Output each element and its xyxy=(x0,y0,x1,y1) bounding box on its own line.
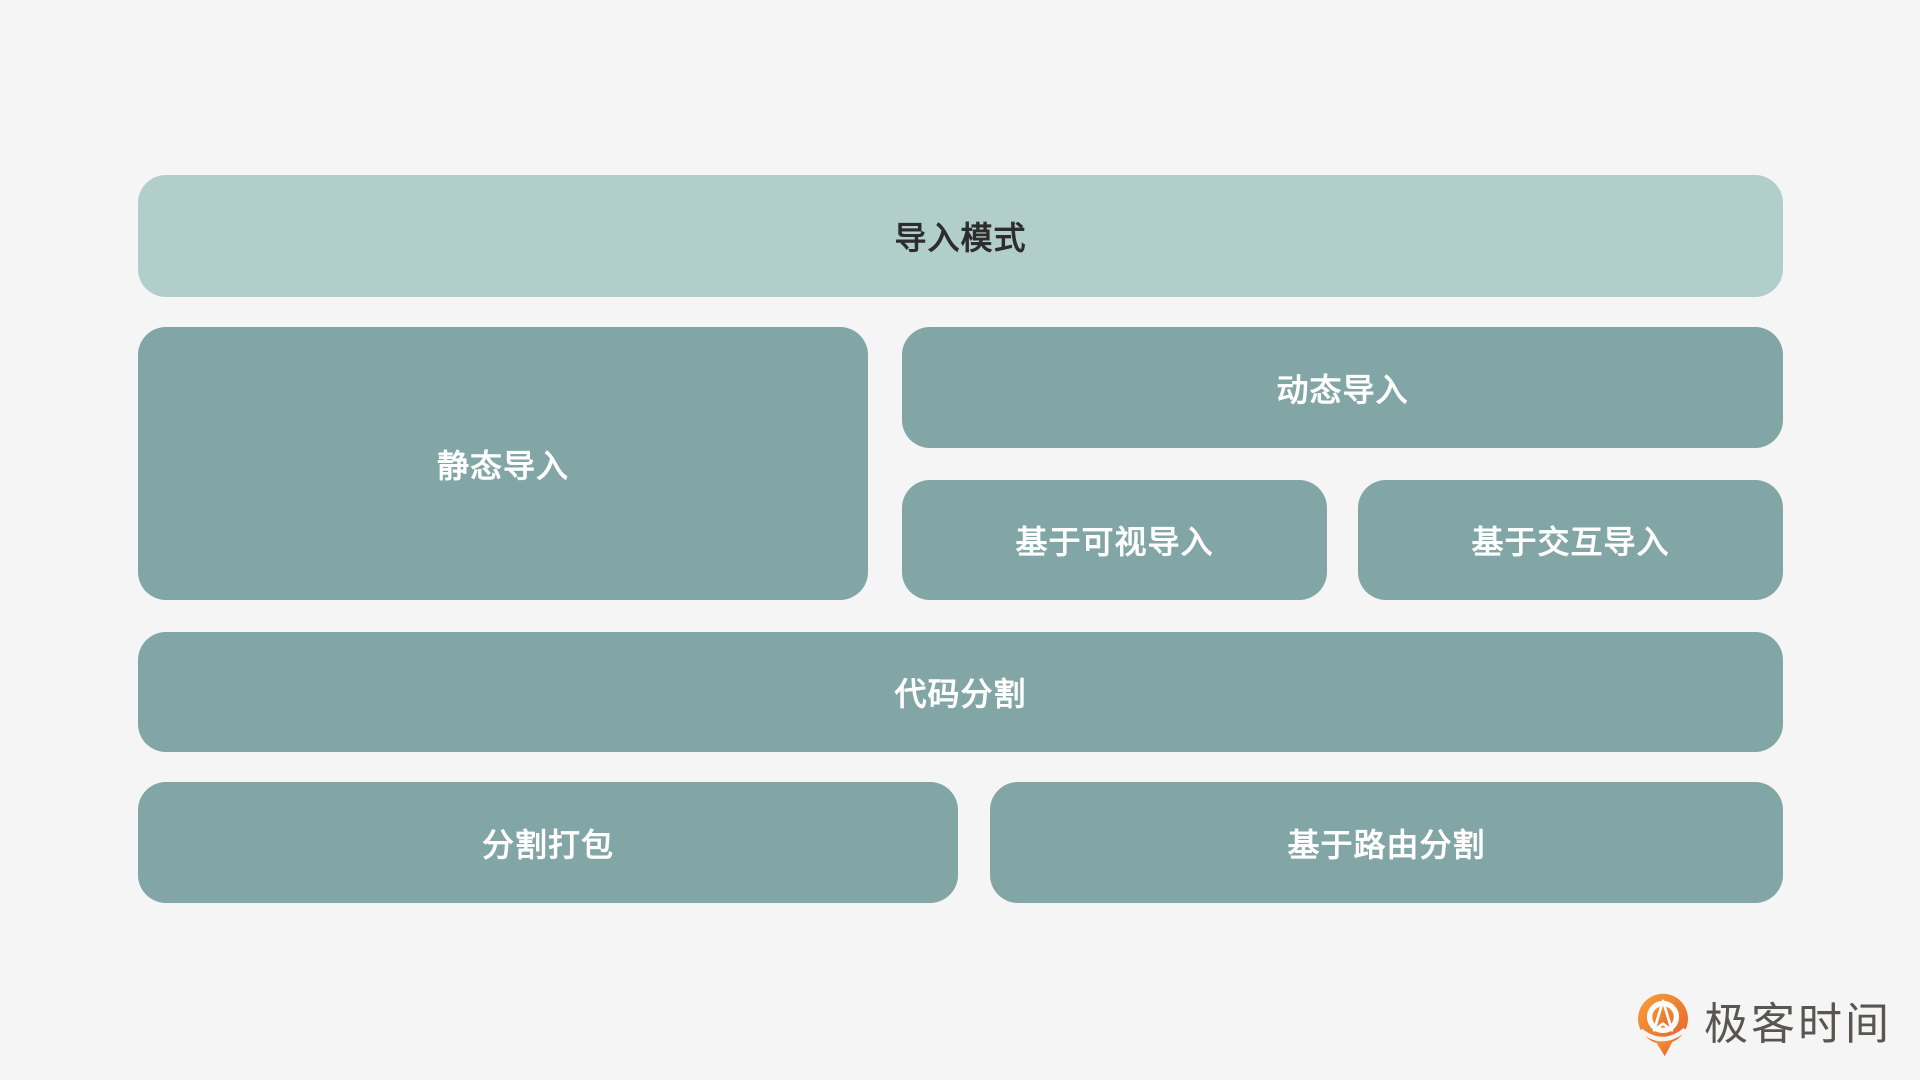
diagram-node-label: 基于可视导入 xyxy=(1015,524,1214,560)
diagram-node-label: 代码分割 xyxy=(894,676,1027,712)
diagram-node-label: 基于路由分割 xyxy=(1287,826,1486,863)
geektime-logo-text: 极客时间 xyxy=(1704,1000,1892,1049)
diagram-node-visibility-based-import: 基于可视导入 xyxy=(902,480,1327,600)
diagram-node-code-splitting: 代码分割 xyxy=(138,632,1783,752)
diagram-node-interaction-based-import: 基于交互导入 xyxy=(1358,480,1783,600)
geektime-pin-icon xyxy=(1638,993,1688,1057)
geektime-logo: 极客时间 xyxy=(1634,992,1892,1058)
diagram-node-label: 静态导入 xyxy=(436,447,569,484)
diagram-node-import-mode: 导入模式 xyxy=(138,175,1783,297)
diagram-node-dynamic-import: 动态导入 xyxy=(902,327,1783,448)
diagram-node-label: 分割打包 xyxy=(481,826,614,863)
diagram-node-label: 动态导入 xyxy=(1276,371,1409,408)
diagram-node-route-based-splitting: 基于路由分割 xyxy=(990,782,1783,903)
diagram-node-label: 导入模式 xyxy=(894,220,1027,256)
diagram-node-static-import: 静态导入 xyxy=(138,327,868,600)
diagram-node-split-bundling: 分割打包 xyxy=(138,782,958,903)
diagram-node-label: 基于交互导入 xyxy=(1471,524,1670,560)
